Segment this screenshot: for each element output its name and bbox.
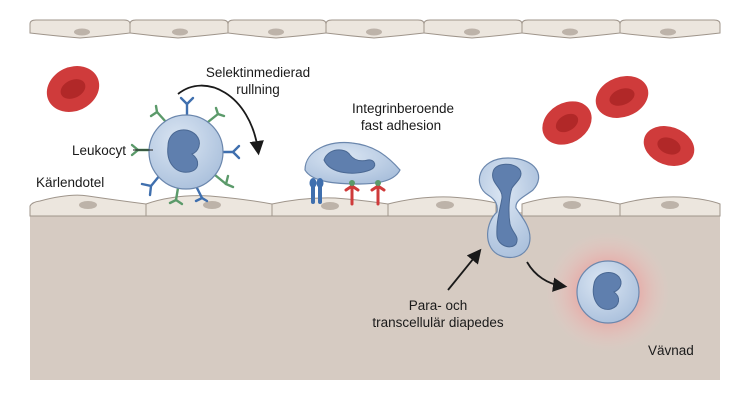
adhesion-molecules (344, 180, 386, 206)
adherent-leukocyte (304, 141, 401, 185)
transmigrating-leukocyte (478, 157, 540, 259)
diapedesis-arrow (447, 248, 482, 291)
leukocyte-label: Leukocyt (72, 143, 126, 158)
adhesion-label-line2: fast adhesion (361, 118, 441, 133)
tissue-label: Vävnad (648, 343, 694, 358)
diapedesis-label-line1: Para- och (409, 298, 468, 313)
bottom-endothelium (29, 194, 721, 217)
diapedesis-label-line2: transcellulär diapedes (372, 315, 504, 330)
rolling-label-line1: Selektinmedierad (206, 65, 310, 80)
endothelium-label: Kärlendotel (36, 175, 104, 190)
top-endothelium (29, 19, 721, 39)
rolling-label-line2: rullning (236, 82, 280, 97)
tissue-leukocyte (576, 260, 640, 324)
red-blood-cell (595, 76, 649, 118)
rolling-leukocyte (130, 96, 241, 206)
migration-arrow (526, 261, 568, 292)
red-blood-cell (46, 66, 100, 112)
red-blood-cell (643, 126, 695, 166)
rolling-arrow (177, 84, 264, 156)
adhesion-label-line1: Integrinberoende (352, 101, 454, 116)
red-blood-cell (542, 101, 592, 145)
integrin-molecules (309, 178, 324, 204)
